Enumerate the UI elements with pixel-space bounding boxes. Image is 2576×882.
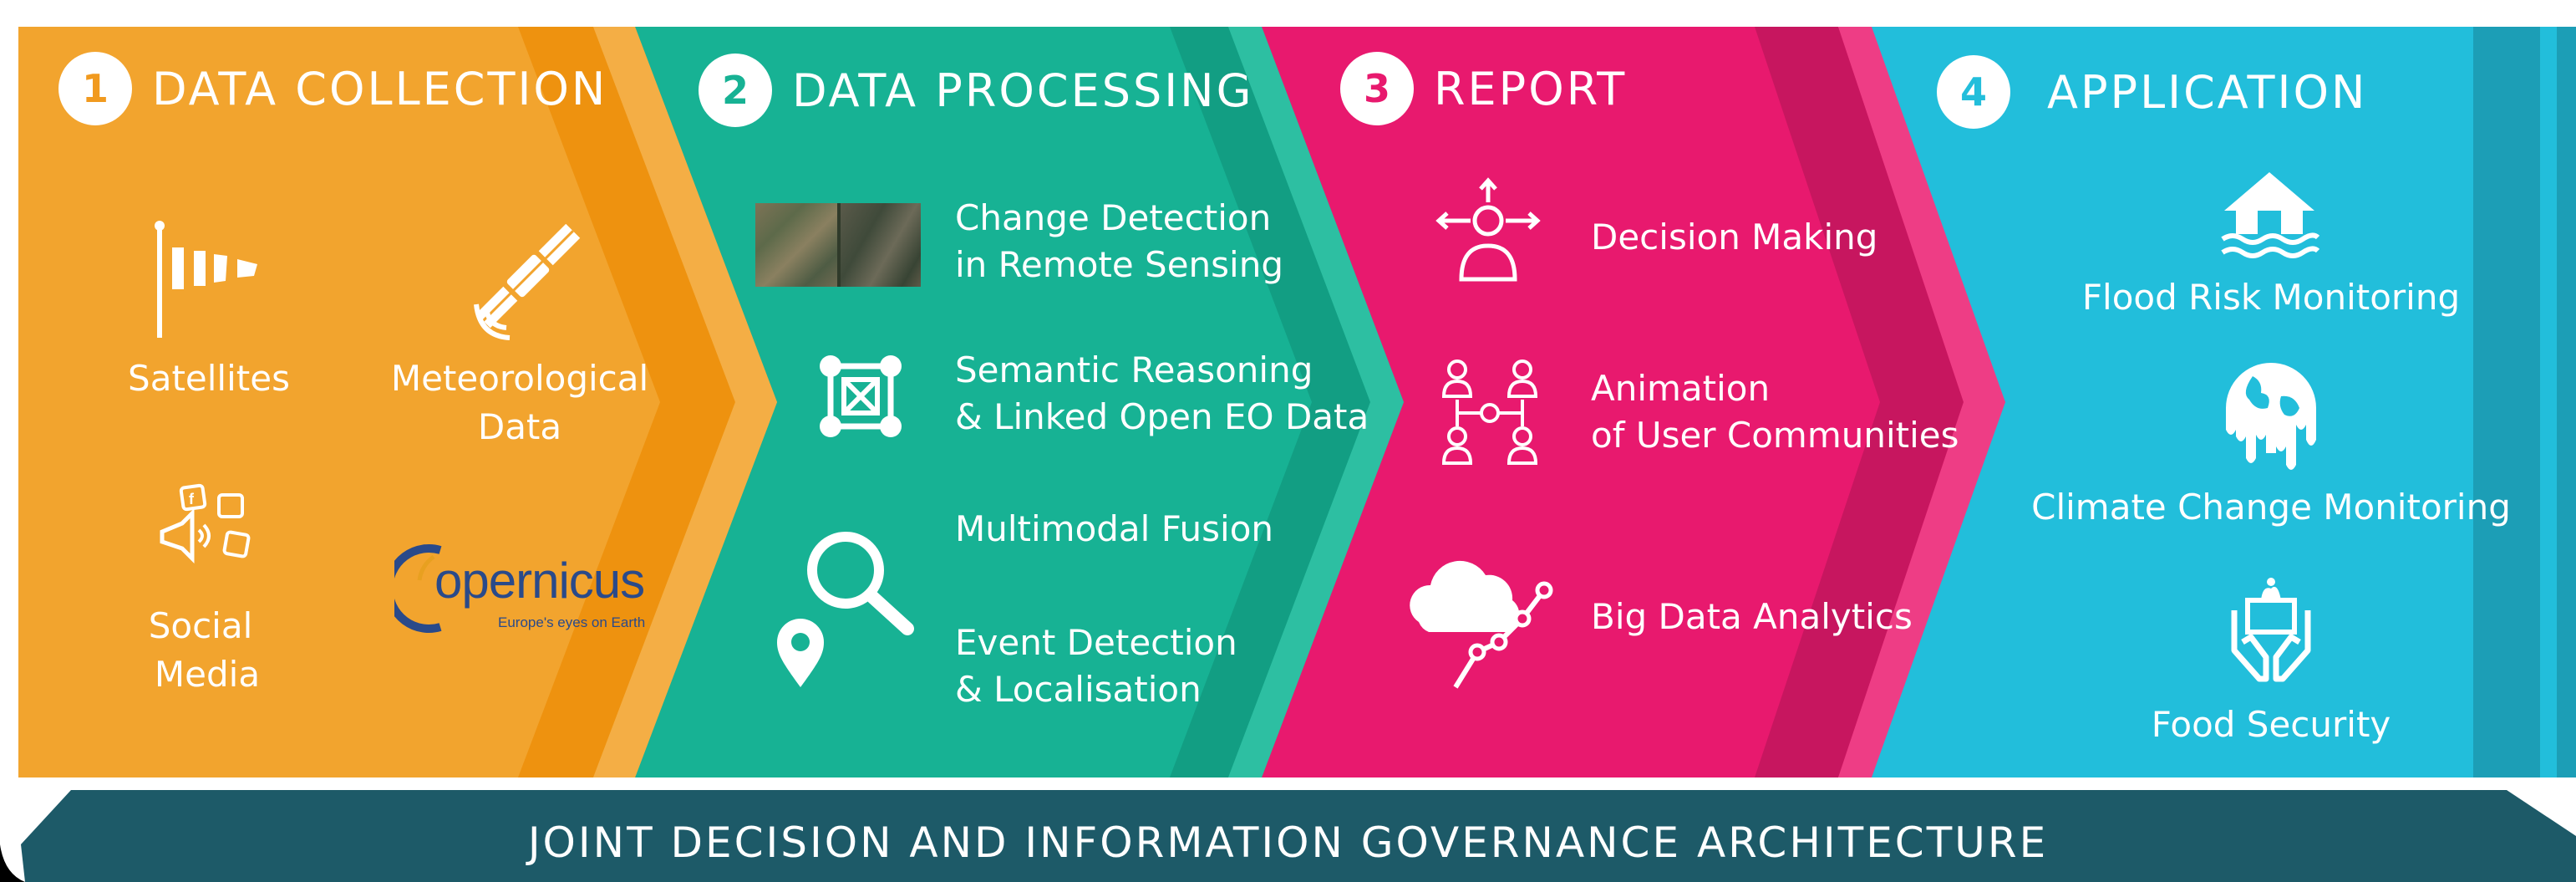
- satellite-image-thumbnail: [755, 203, 921, 287]
- copernicus-logo: [394, 544, 442, 633]
- satellite-image-after: [841, 203, 921, 287]
- svg-text:f: f: [189, 491, 195, 507]
- decision-making-label: Decision Making: [1591, 217, 1878, 257]
- semantic-reasoning-label-line1: Semantic Reasoning: [955, 349, 1313, 390]
- stage-1-light-stripe: [593, 27, 777, 777]
- event-detection-label-line1: Event Detection: [955, 622, 1237, 663]
- stage-4-edge-line: [2540, 27, 2557, 777]
- social-media-label-line1: Social: [148, 605, 253, 646]
- social-media-icon: f: [160, 483, 251, 564]
- change-detection-label-line1: Change Detection: [955, 197, 1272, 238]
- stage-3-title: REPORT: [1434, 62, 1628, 115]
- footer-banner-shape: [21, 790, 2576, 882]
- stage-2-badge: 2: [699, 54, 772, 127]
- satellite-image-before: [755, 203, 837, 287]
- flood-risk-label: Flood Risk Monitoring: [2081, 277, 2461, 318]
- stage-3-shadow-stripe: [1755, 27, 1964, 777]
- satellite-icon: [474, 224, 581, 340]
- big-data-label: Big Data Analytics: [1591, 596, 1913, 637]
- location-pin-icon: [777, 619, 824, 687]
- stage-1-title: DATA COLLECTION: [152, 62, 608, 115]
- change-detection-label-line2: in Remote Sensing: [955, 244, 1283, 285]
- stage-2-shadow-stripe: [1170, 27, 1370, 777]
- windsock-icon: [155, 221, 257, 338]
- copernicus-tagline: Europe's eyes on Earth: [498, 614, 646, 630]
- event-detection-label-line2: & Localisation: [955, 669, 1202, 710]
- meteorological-label-line2: Data: [477, 406, 562, 447]
- stage-2-light-stripe: [1228, 27, 1404, 777]
- stage-1-header: 1 DATA COLLECTION: [58, 47, 607, 130]
- stage-3-light-stripe: [1838, 27, 2005, 777]
- flood-house-icon: [2221, 172, 2320, 258]
- stage-4-edge-stripe: [2473, 27, 2576, 777]
- social-media-label-line2: Media: [154, 654, 261, 695]
- semantic-reasoning-label-line2: & Linked Open EO Data: [955, 396, 1369, 437]
- stage-1-badge: 1: [58, 52, 132, 125]
- stage-4-header: 4 APPLICATION: [1937, 50, 2367, 134]
- community-icon: [1441, 359, 1538, 465]
- animation-label-line2: of User Communities: [1591, 415, 1959, 456]
- stage-4-panel: [1872, 27, 2576, 777]
- stage-2-header: 2 DATA PROCESSING: [699, 48, 1253, 132]
- footer-corner-curve: [0, 844, 25, 882]
- magnifier-icon: [807, 532, 914, 635]
- stage-4-badge: 4: [1937, 55, 2010, 129]
- copernicus-wordmark: opernicus: [434, 553, 645, 609]
- food-security-label: Food Security: [2151, 704, 2391, 745]
- decision-person-icon: [1435, 177, 1541, 282]
- multimodal-fusion-label: Multimodal Fusion: [955, 508, 1274, 549]
- stage-3-header: 3 REPORT: [1340, 47, 1627, 130]
- cloud-analytics-icon: [1410, 560, 1553, 689]
- animation-label-line1: Animation: [1591, 368, 1771, 409]
- melting-globe-icon: [2226, 363, 2316, 470]
- stage-1-shadow-stripe: [518, 27, 735, 777]
- stage-4-title: APPLICATION: [2047, 65, 2368, 119]
- satellites-label: Satellites: [128, 358, 290, 399]
- semantic-network-icon: [820, 355, 902, 437]
- climate-change-label: Climate Change Monitoring: [2031, 487, 2511, 528]
- meteorological-label-line1: Meteorological: [390, 358, 649, 399]
- stage-3-badge: 3: [1340, 52, 1414, 125]
- footer-banner-title: JOINT DECISION AND INFORMATION GOVERNANC…: [527, 818, 2049, 867]
- stage-1-panel: [18, 27, 777, 777]
- stage-2-title: DATA PROCESSING: [792, 64, 1254, 117]
- food-hands-icon: [2231, 578, 2311, 682]
